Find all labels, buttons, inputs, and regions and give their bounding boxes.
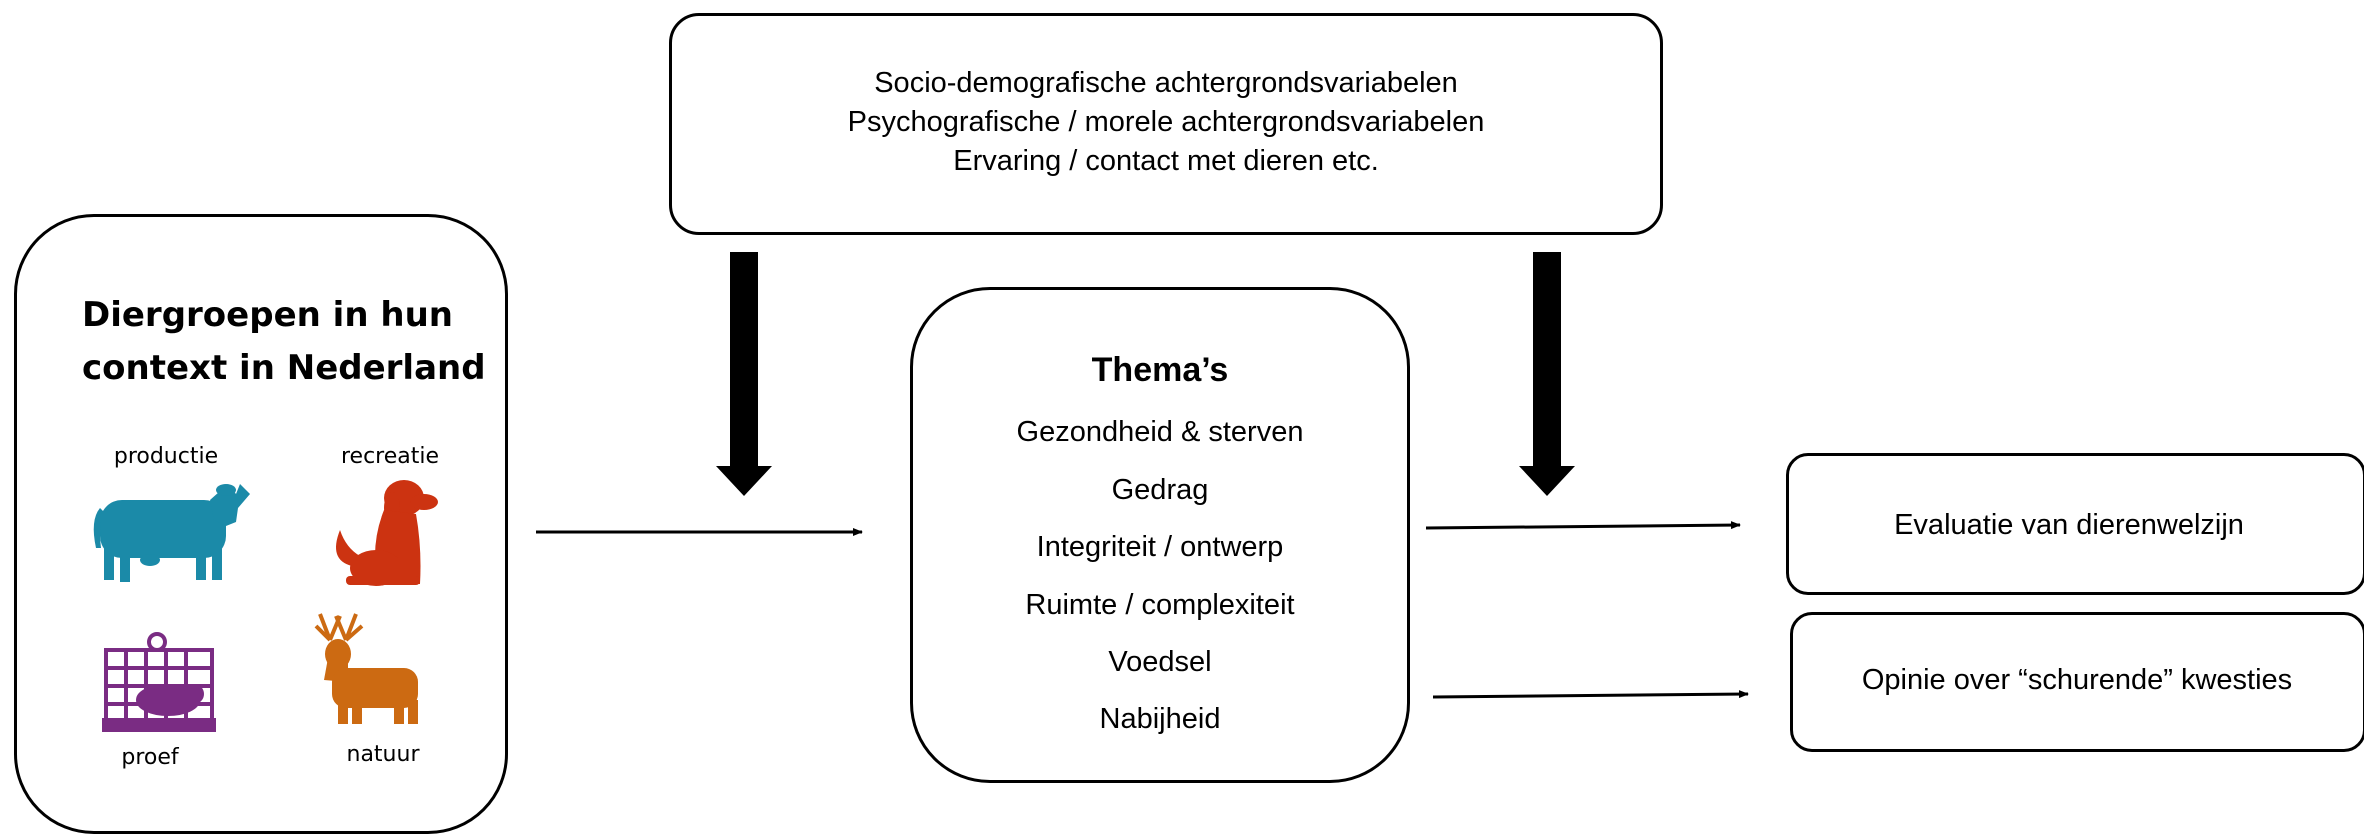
group-label-proef: proef — [121, 745, 179, 770]
theme-item: Gedrag — [1111, 474, 1209, 506]
cow-icon — [93, 484, 250, 582]
theme-item: Ruimte / complexiteit — [1025, 589, 1295, 621]
dog-icon — [336, 480, 438, 586]
theme-item: Nabijheid — [1099, 703, 1221, 735]
themes-box — [910, 287, 1410, 783]
themes-title: Thema’s — [1091, 351, 1229, 389]
outcome-opinion-label: Opinie over “schurende” kwesties — [1861, 664, 2293, 696]
group-label-productie: productie — [113, 444, 219, 469]
group-label-natuur: natuur — [346, 742, 420, 767]
background-variables-box — [669, 13, 1663, 235]
lab-cage-icon — [102, 632, 216, 732]
arrow-themes-to-evaluation — [1425, 521, 1741, 530]
animal-groups-title: Diergroepen in hun — [82, 295, 453, 335]
background-variable-line: Psychografische / morele achtergrondsvar… — [847, 106, 1485, 138]
animal-groups-title: context in Nederland — [82, 348, 486, 388]
arrow-themes-to-opinion — [1432, 690, 1749, 699]
outcome-opinion-box — [1790, 612, 2364, 752]
outcome-evaluation-label: Evaluatie van dierenwelzijn — [1894, 509, 2244, 541]
deer-icon — [314, 613, 418, 724]
group-label-recreatie: recreatie — [340, 444, 440, 469]
theme-item: Voedsel — [1108, 646, 1212, 678]
outcome-evaluation-box — [1786, 453, 2364, 595]
background-variable-line: Socio-demografische achtergrondsvariabel… — [874, 67, 1458, 99]
thick-down-arrow-left — [716, 252, 772, 496]
background-variable-line: Ervaring / contact met dieren etc. — [953, 145, 1379, 177]
thick-down-arrow-right — [1519, 252, 1575, 496]
theme-item: Gezondheid & sterven — [1016, 416, 1304, 448]
theme-item: Integriteit / ontwerp — [1036, 531, 1284, 563]
